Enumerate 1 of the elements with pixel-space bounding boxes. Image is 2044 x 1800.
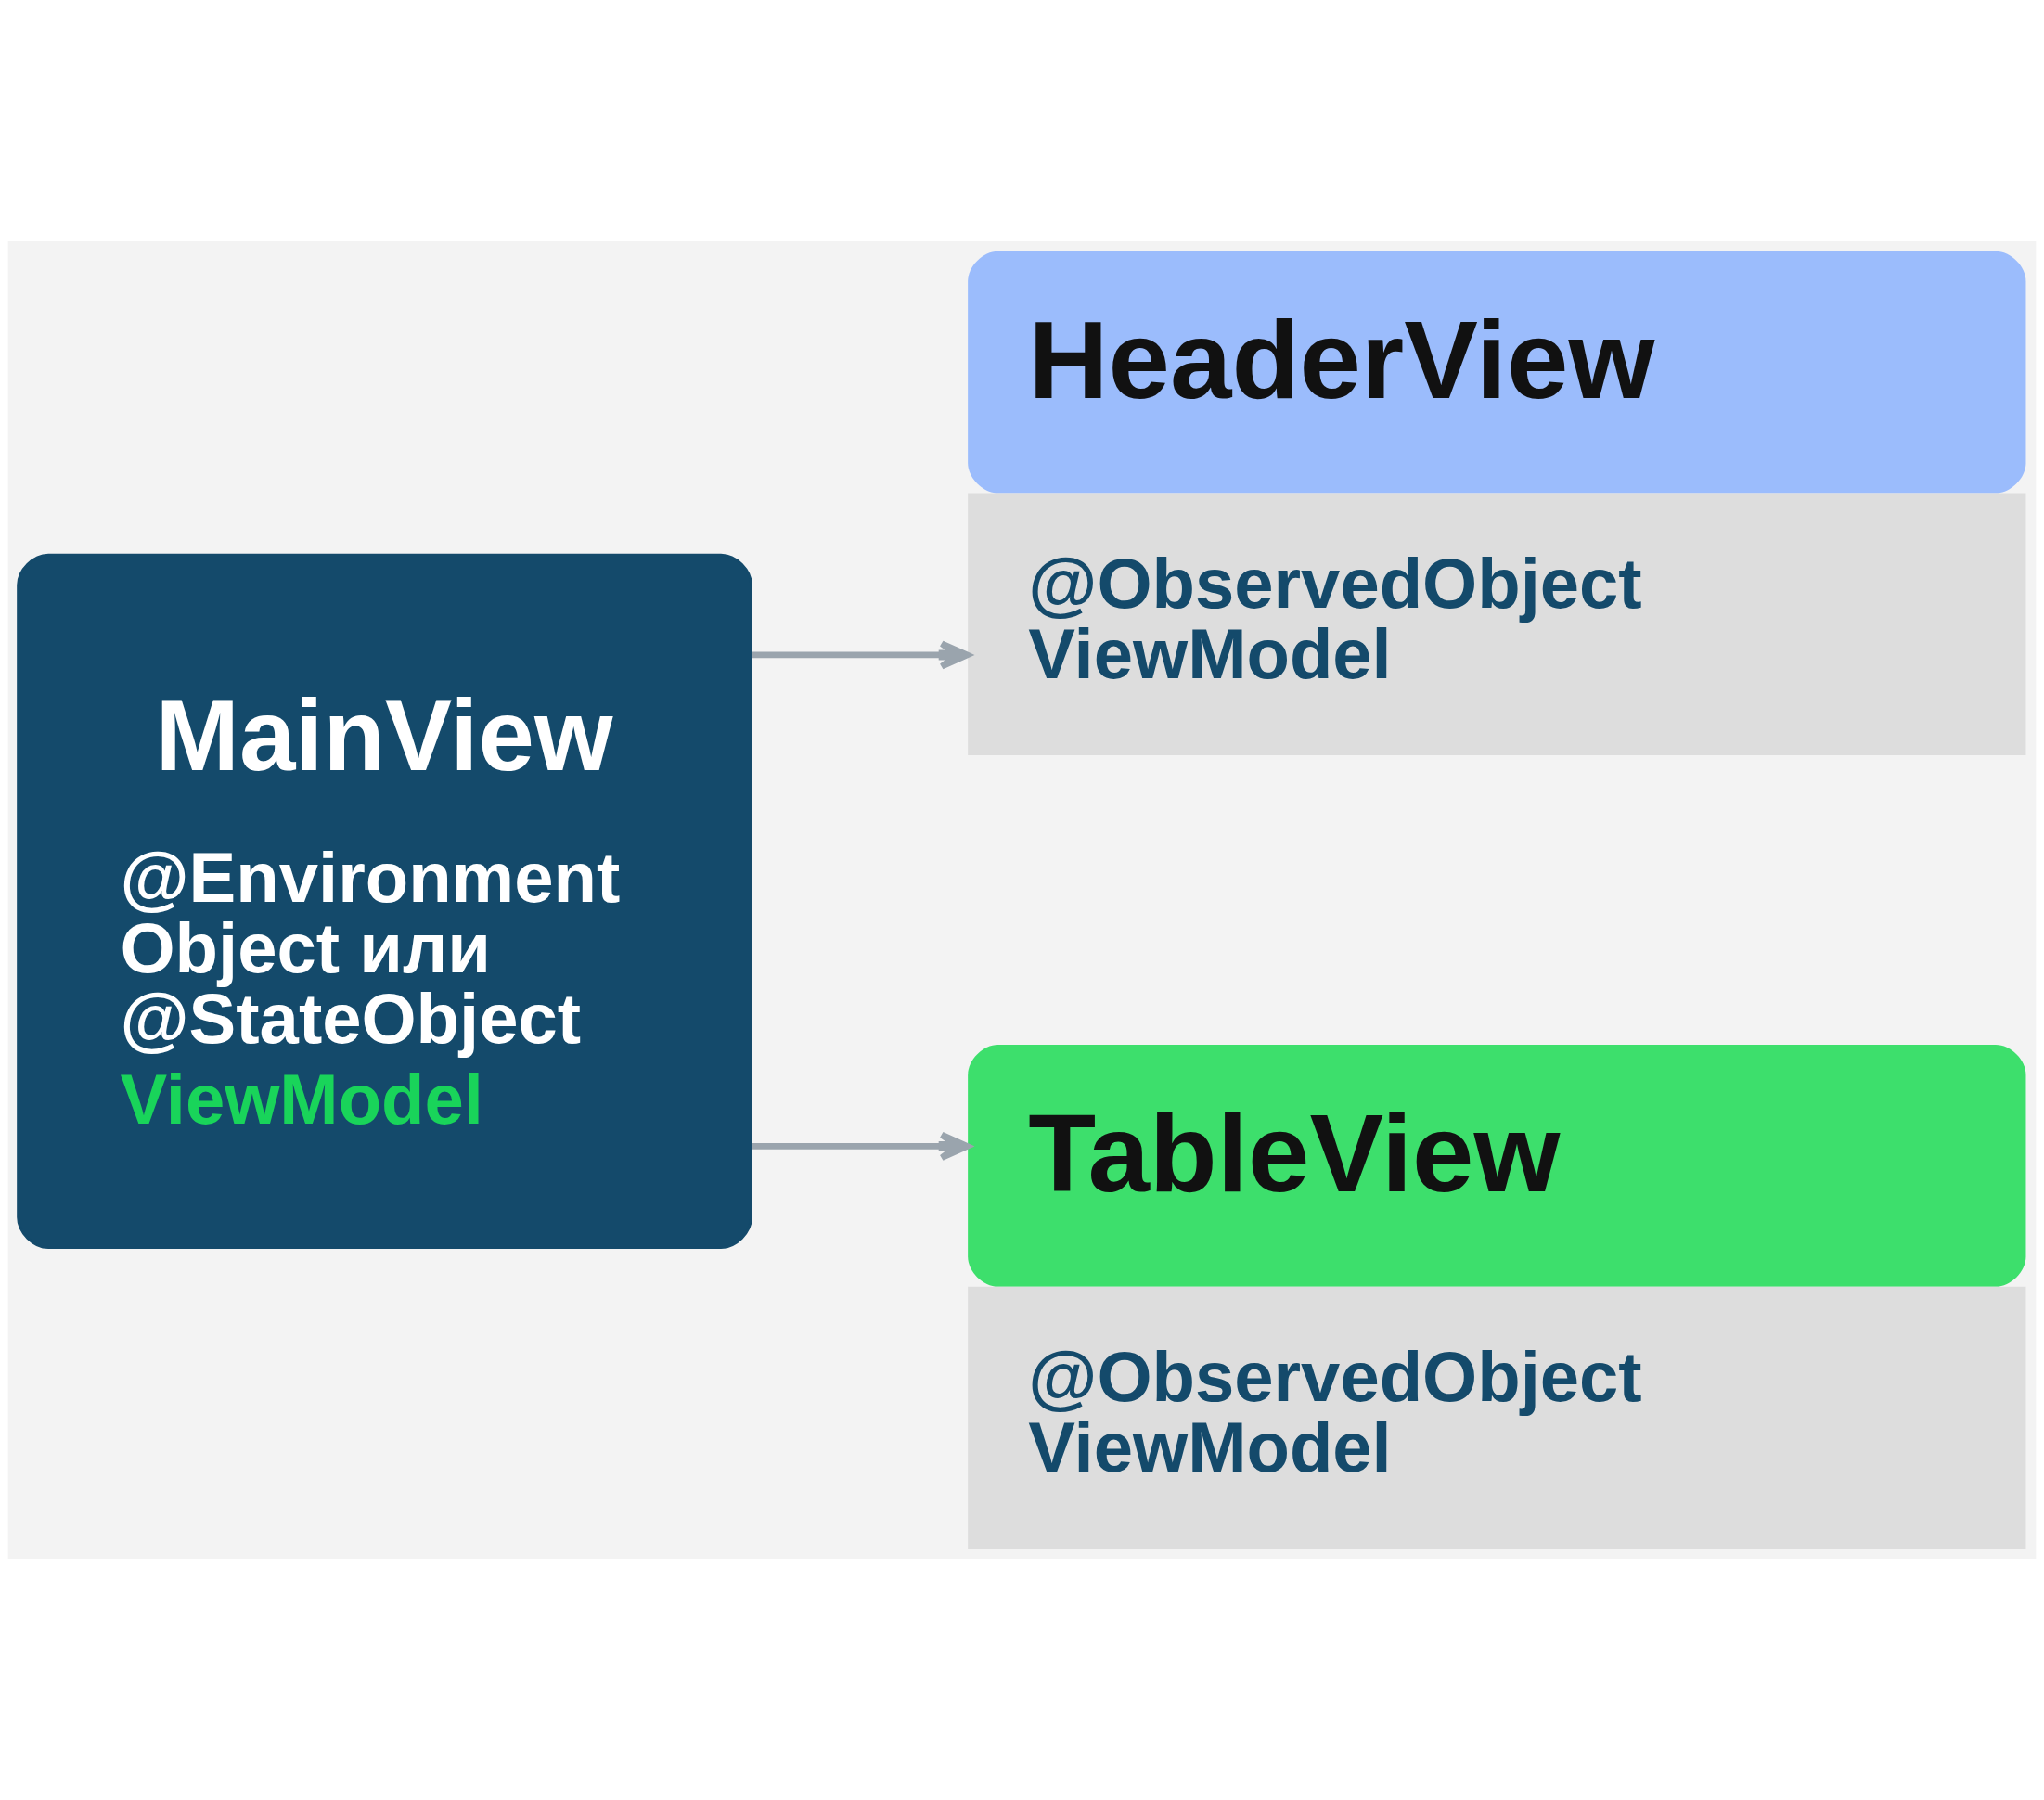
node-box: MainView @Environment Object или @StateObject ViewModel xyxy=(17,553,752,1250)
